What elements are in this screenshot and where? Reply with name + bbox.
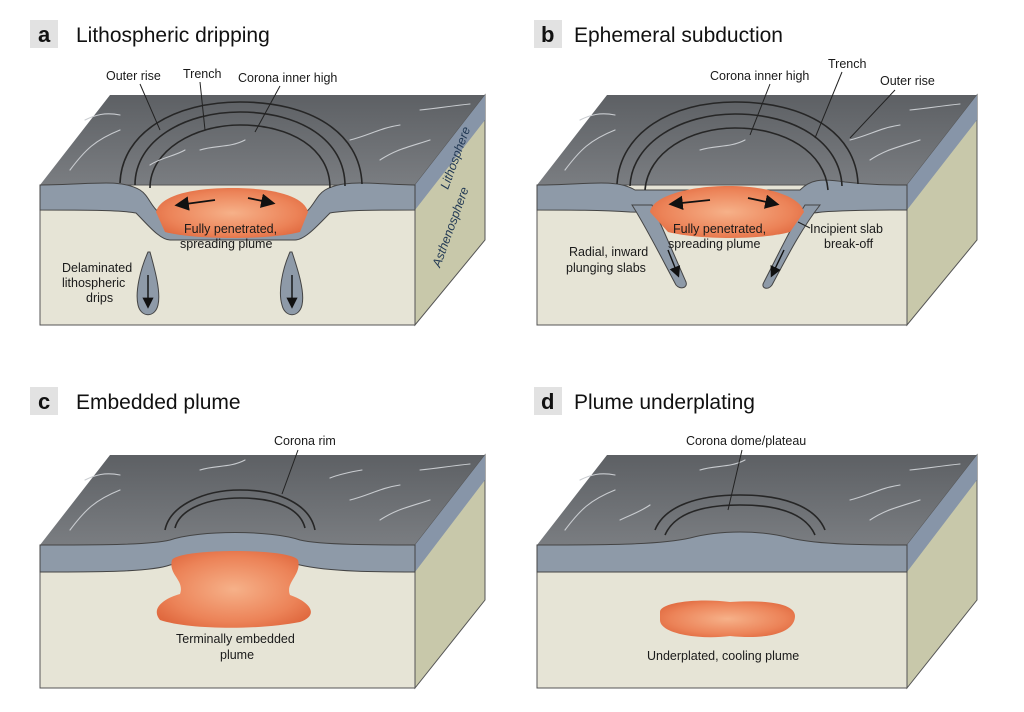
panel-b-side-litho bbox=[907, 95, 977, 210]
panel-a-title: Lithospheric dripping bbox=[76, 24, 270, 47]
panel-a-lead-trench bbox=[199, 81, 206, 131]
panel-a-spread-arrow-left bbox=[174, 196, 216, 211]
panel-b-front-face bbox=[536, 184, 908, 326]
panel-d-ring-2 bbox=[664, 504, 816, 536]
panel-a-spread-arrow-right bbox=[247, 193, 276, 208]
panel-b-lead-outer-rise bbox=[849, 89, 896, 139]
panel-a-lead-outer-rise bbox=[139, 83, 161, 131]
panel-d-top-surface bbox=[537, 455, 977, 545]
panel-a-cracks bbox=[69, 103, 471, 171]
panel-c-label-corona-rim: Corona rim bbox=[274, 434, 336, 448]
panel-a-ring-2 bbox=[134, 111, 346, 187]
panel-b: b Ephemeral subduction Corona inner high… bbox=[534, 20, 978, 327]
panel-c-title: Embedded plume bbox=[76, 391, 241, 414]
panel-b-lead-trench bbox=[814, 71, 843, 139]
panel-b-label-breakoff-2: break-off bbox=[824, 237, 874, 251]
panel-b-label-slabs-2: plunging slabs bbox=[566, 261, 646, 275]
panel-b-ring-1 bbox=[644, 127, 829, 191]
panel-b-label-breakoff-1: Incipient slab bbox=[810, 222, 883, 236]
panel-d-plume bbox=[660, 600, 795, 638]
panel-c-letter-box bbox=[30, 387, 58, 415]
panel-a-label-outer-rise: Outer rise bbox=[106, 69, 161, 83]
panel-a-letter: a bbox=[38, 22, 51, 47]
panel-b-ring-2 bbox=[629, 113, 843, 187]
panel-c-ring-2 bbox=[174, 497, 306, 529]
panel-a-label-plume-2: spreading plume bbox=[180, 237, 272, 251]
panel-d-letter-box bbox=[534, 387, 562, 415]
panel-b-label-slabs-1: Radial, inward bbox=[569, 245, 648, 259]
panel-a-top-surface bbox=[40, 95, 485, 185]
panel-b-ring-3 bbox=[616, 101, 859, 185]
panel-b-label-outer-rise: Outer rise bbox=[880, 74, 935, 88]
panel-b-lead-corona-inner-high bbox=[749, 83, 771, 136]
panel-b-title: Ephemeral subduction bbox=[574, 24, 783, 47]
panel-c-lead-corona-rim bbox=[281, 449, 299, 495]
panel-b-cracks bbox=[564, 103, 961, 171]
panel-c-side-litho bbox=[415, 455, 485, 572]
panel-b-slab-left-arrow bbox=[667, 249, 681, 278]
panel-d-ring-1 bbox=[654, 494, 826, 531]
panel-b-label-trench: Trench bbox=[828, 57, 866, 71]
panel-a-label-drips-3: drips bbox=[86, 291, 113, 305]
panel-c-plume bbox=[156, 551, 311, 628]
panel-a-label-drips-1: Delaminated bbox=[62, 261, 132, 275]
panel-d-lithosphere-band bbox=[536, 531, 908, 573]
panel-d-side-litho bbox=[907, 455, 977, 572]
panel-b-lead-breakoff bbox=[797, 221, 811, 229]
panel-b-label-plume-2: spreading plume bbox=[668, 237, 760, 251]
panel-a-label-plume-1: Fully penetrated, bbox=[184, 222, 277, 236]
panel-c-cracks bbox=[69, 459, 471, 531]
panel-a: a Lithospheric dripping Outer rise Trenc… bbox=[30, 20, 486, 327]
panel-a-label-trench: Trench bbox=[183, 67, 221, 81]
panel-b-spread-arrow-right bbox=[747, 194, 780, 209]
panel-a-lead-corona-inner-high bbox=[254, 85, 281, 133]
panel-c-letter: c bbox=[38, 389, 50, 414]
panel-b-top-surface bbox=[537, 95, 977, 185]
panel-d: d Plume underplating Corona dome/plateau… bbox=[534, 387, 978, 690]
panel-b-spread-arrow-left bbox=[668, 195, 711, 211]
panel-d-label-plume: Underplated, cooling plume bbox=[647, 649, 799, 663]
panel-c-label-plume-1: Terminally embedded bbox=[176, 632, 295, 646]
panel-c-ring-1 bbox=[164, 489, 316, 531]
panel-d-title: Plume underplating bbox=[574, 391, 755, 414]
panel-d-cracks bbox=[564, 459, 961, 531]
panel-a-ring-3 bbox=[119, 101, 363, 185]
panel-b-label-corona-inner-high: Corona inner high bbox=[710, 69, 809, 83]
panel-c-label-plume-2: plume bbox=[220, 648, 254, 662]
panel-d-label-corona-dome: Corona dome/plateau bbox=[686, 434, 806, 448]
panel-a-label-corona-inner-high: Corona inner high bbox=[238, 71, 337, 85]
panel-c: c Embedded plume Corona rim Terminally e… bbox=[30, 387, 486, 690]
panel-b-slab-right-arrow bbox=[770, 249, 785, 278]
panel-d-letter: d bbox=[541, 389, 554, 414]
panel-b-letter-box bbox=[534, 20, 562, 48]
panel-a-ring-1 bbox=[149, 124, 331, 189]
panel-a-label-drips-2: lithospheric bbox=[62, 276, 125, 290]
panel-a-letter-box bbox=[30, 20, 58, 48]
panel-a-side-litho bbox=[415, 95, 485, 210]
panel-b-letter: b bbox=[541, 22, 554, 47]
panel-b-label-plume-1: Fully penetrated, bbox=[673, 222, 766, 236]
panel-a-lithosphere-band bbox=[39, 182, 416, 241]
panel-d-lead-corona-dome bbox=[727, 449, 743, 511]
